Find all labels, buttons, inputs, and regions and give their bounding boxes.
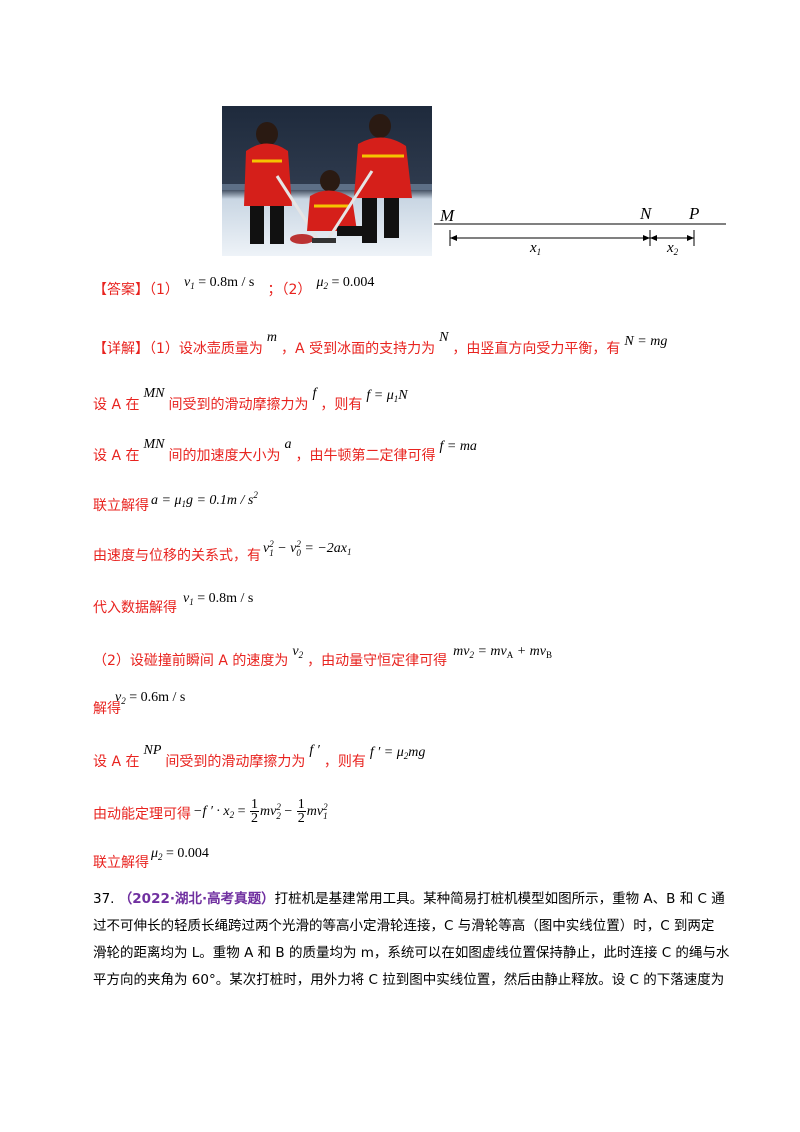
label-x1: x1 (530, 240, 542, 257)
solution-line-6: 代入数据解得v1 = 0.8m / s (93, 591, 254, 616)
solution-line-7: （2）设碰撞前瞬间 A 的速度为v2，由动量守恒定律可得mv2 = mvA + … (93, 644, 553, 669)
label-n: N (640, 204, 652, 223)
solution-line-2: 设 A 在MN间受到的滑动摩擦力为f，则有f = μ1N (93, 386, 408, 413)
question-37-line-4: 平方向的夹角为 60°。某次打桩时，用外力将 C 拉到图中实线位置，然后由静止释… (93, 972, 725, 988)
solution-line-8: 解得v2 = 0.6m / s (93, 690, 186, 717)
question-37: 37. （2022·湖北·高考真题）打桩机是基建常用工具。某种简易打桩机模型如图… (93, 886, 733, 994)
answer-eq2: μ2 = 0.004 (316, 275, 375, 291)
solution-line-3: 设 A 在MN间的加速度大小为a，由牛顿第二定律可得f = ma (93, 437, 477, 464)
question-source: （2022·湖北·高考真题） (118, 891, 275, 907)
solution-line-9: 设 A 在NP间受到的滑动摩擦力为f ′，则有f ′ = μ2mg (93, 743, 426, 770)
answer-eq1: v1 = 0.8m / s (184, 275, 255, 291)
question-37-line-1: 37. （2022·湖北·高考真题）打桩机是基建常用工具。某种简易打桩机模型如图… (93, 891, 725, 907)
mnp-diagram: M N P x1 x2 (434, 200, 734, 264)
answer-line: 【答案】（1） v1 = 0.8m / s ；（2） μ2 = 0.004 (93, 275, 375, 298)
label-p: P (689, 204, 700, 223)
question-37-line-3: 滑轮的距离均为 L。重物 A 和 B 的质量均为 m，系统可以在如图虚线位置保持… (93, 945, 730, 961)
question-37-line-2: 过不可伸长的轻质长绳跨过两个光滑的等高小定滑轮连接，C 与滑轮等高（图中实线位置… (93, 918, 715, 934)
curling-photo (222, 106, 432, 256)
label-m: M (440, 206, 455, 225)
label-x2: x2 (667, 240, 679, 257)
solution-line-11: 联立解得μ2 = 0.004 (93, 846, 209, 871)
answer-label: 【答案】 (93, 282, 149, 298)
